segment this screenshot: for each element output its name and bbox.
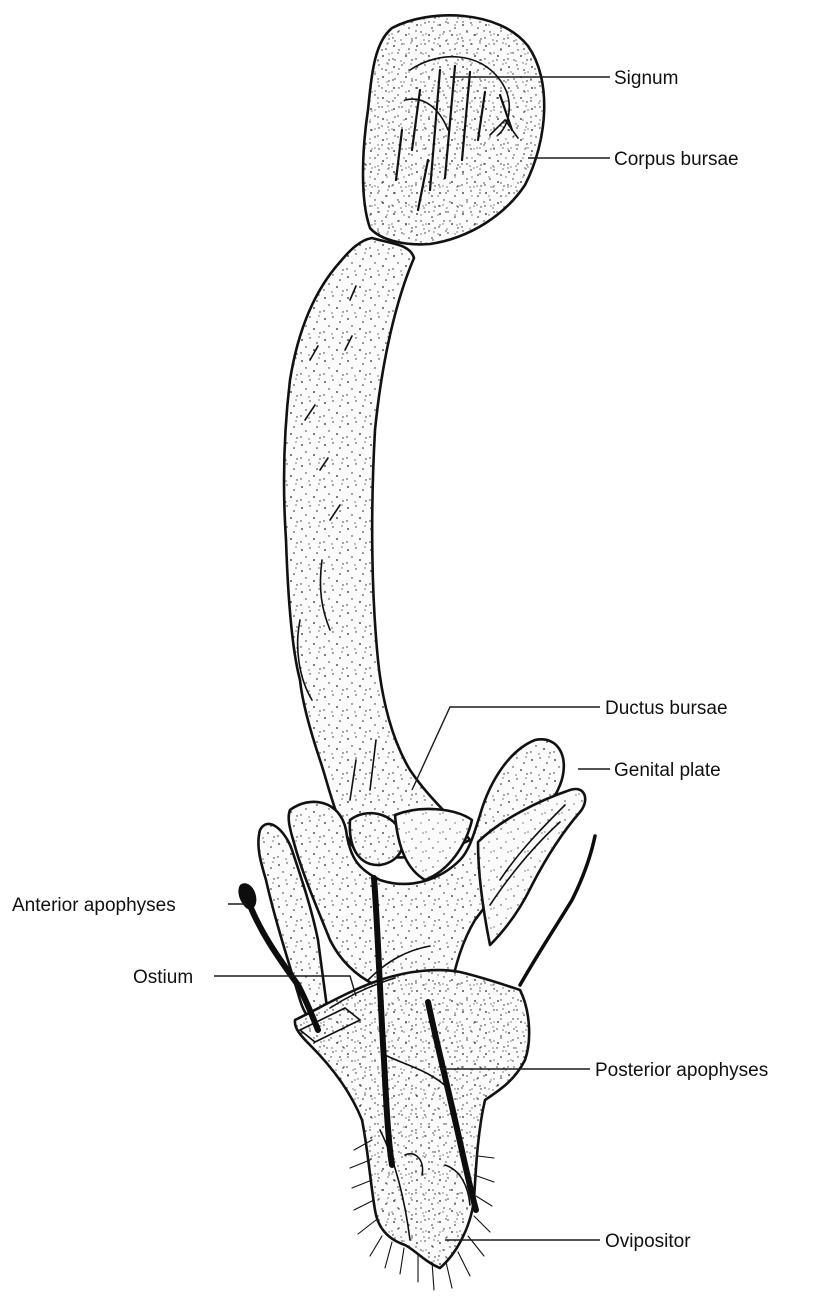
label-anterior-apophyses: Anterior apophyses (12, 895, 176, 916)
label-genital-plate: Genital plate (614, 760, 721, 781)
ductus-bursae (284, 238, 470, 857)
label-ductus-bursae: Ductus bursae (605, 698, 728, 719)
leader-ostium (214, 976, 356, 996)
label-posterior-apophyses: Posterior apophyses (595, 1060, 768, 1081)
ovipositor (295, 970, 529, 1290)
corpus-bursae (363, 15, 544, 244)
label-ostium: Ostium (133, 967, 193, 988)
label-signum: Signum (614, 68, 678, 89)
label-ovipositor: Ovipositor (605, 1231, 691, 1252)
label-corpus-bursae: Corpus bursae (614, 149, 739, 170)
